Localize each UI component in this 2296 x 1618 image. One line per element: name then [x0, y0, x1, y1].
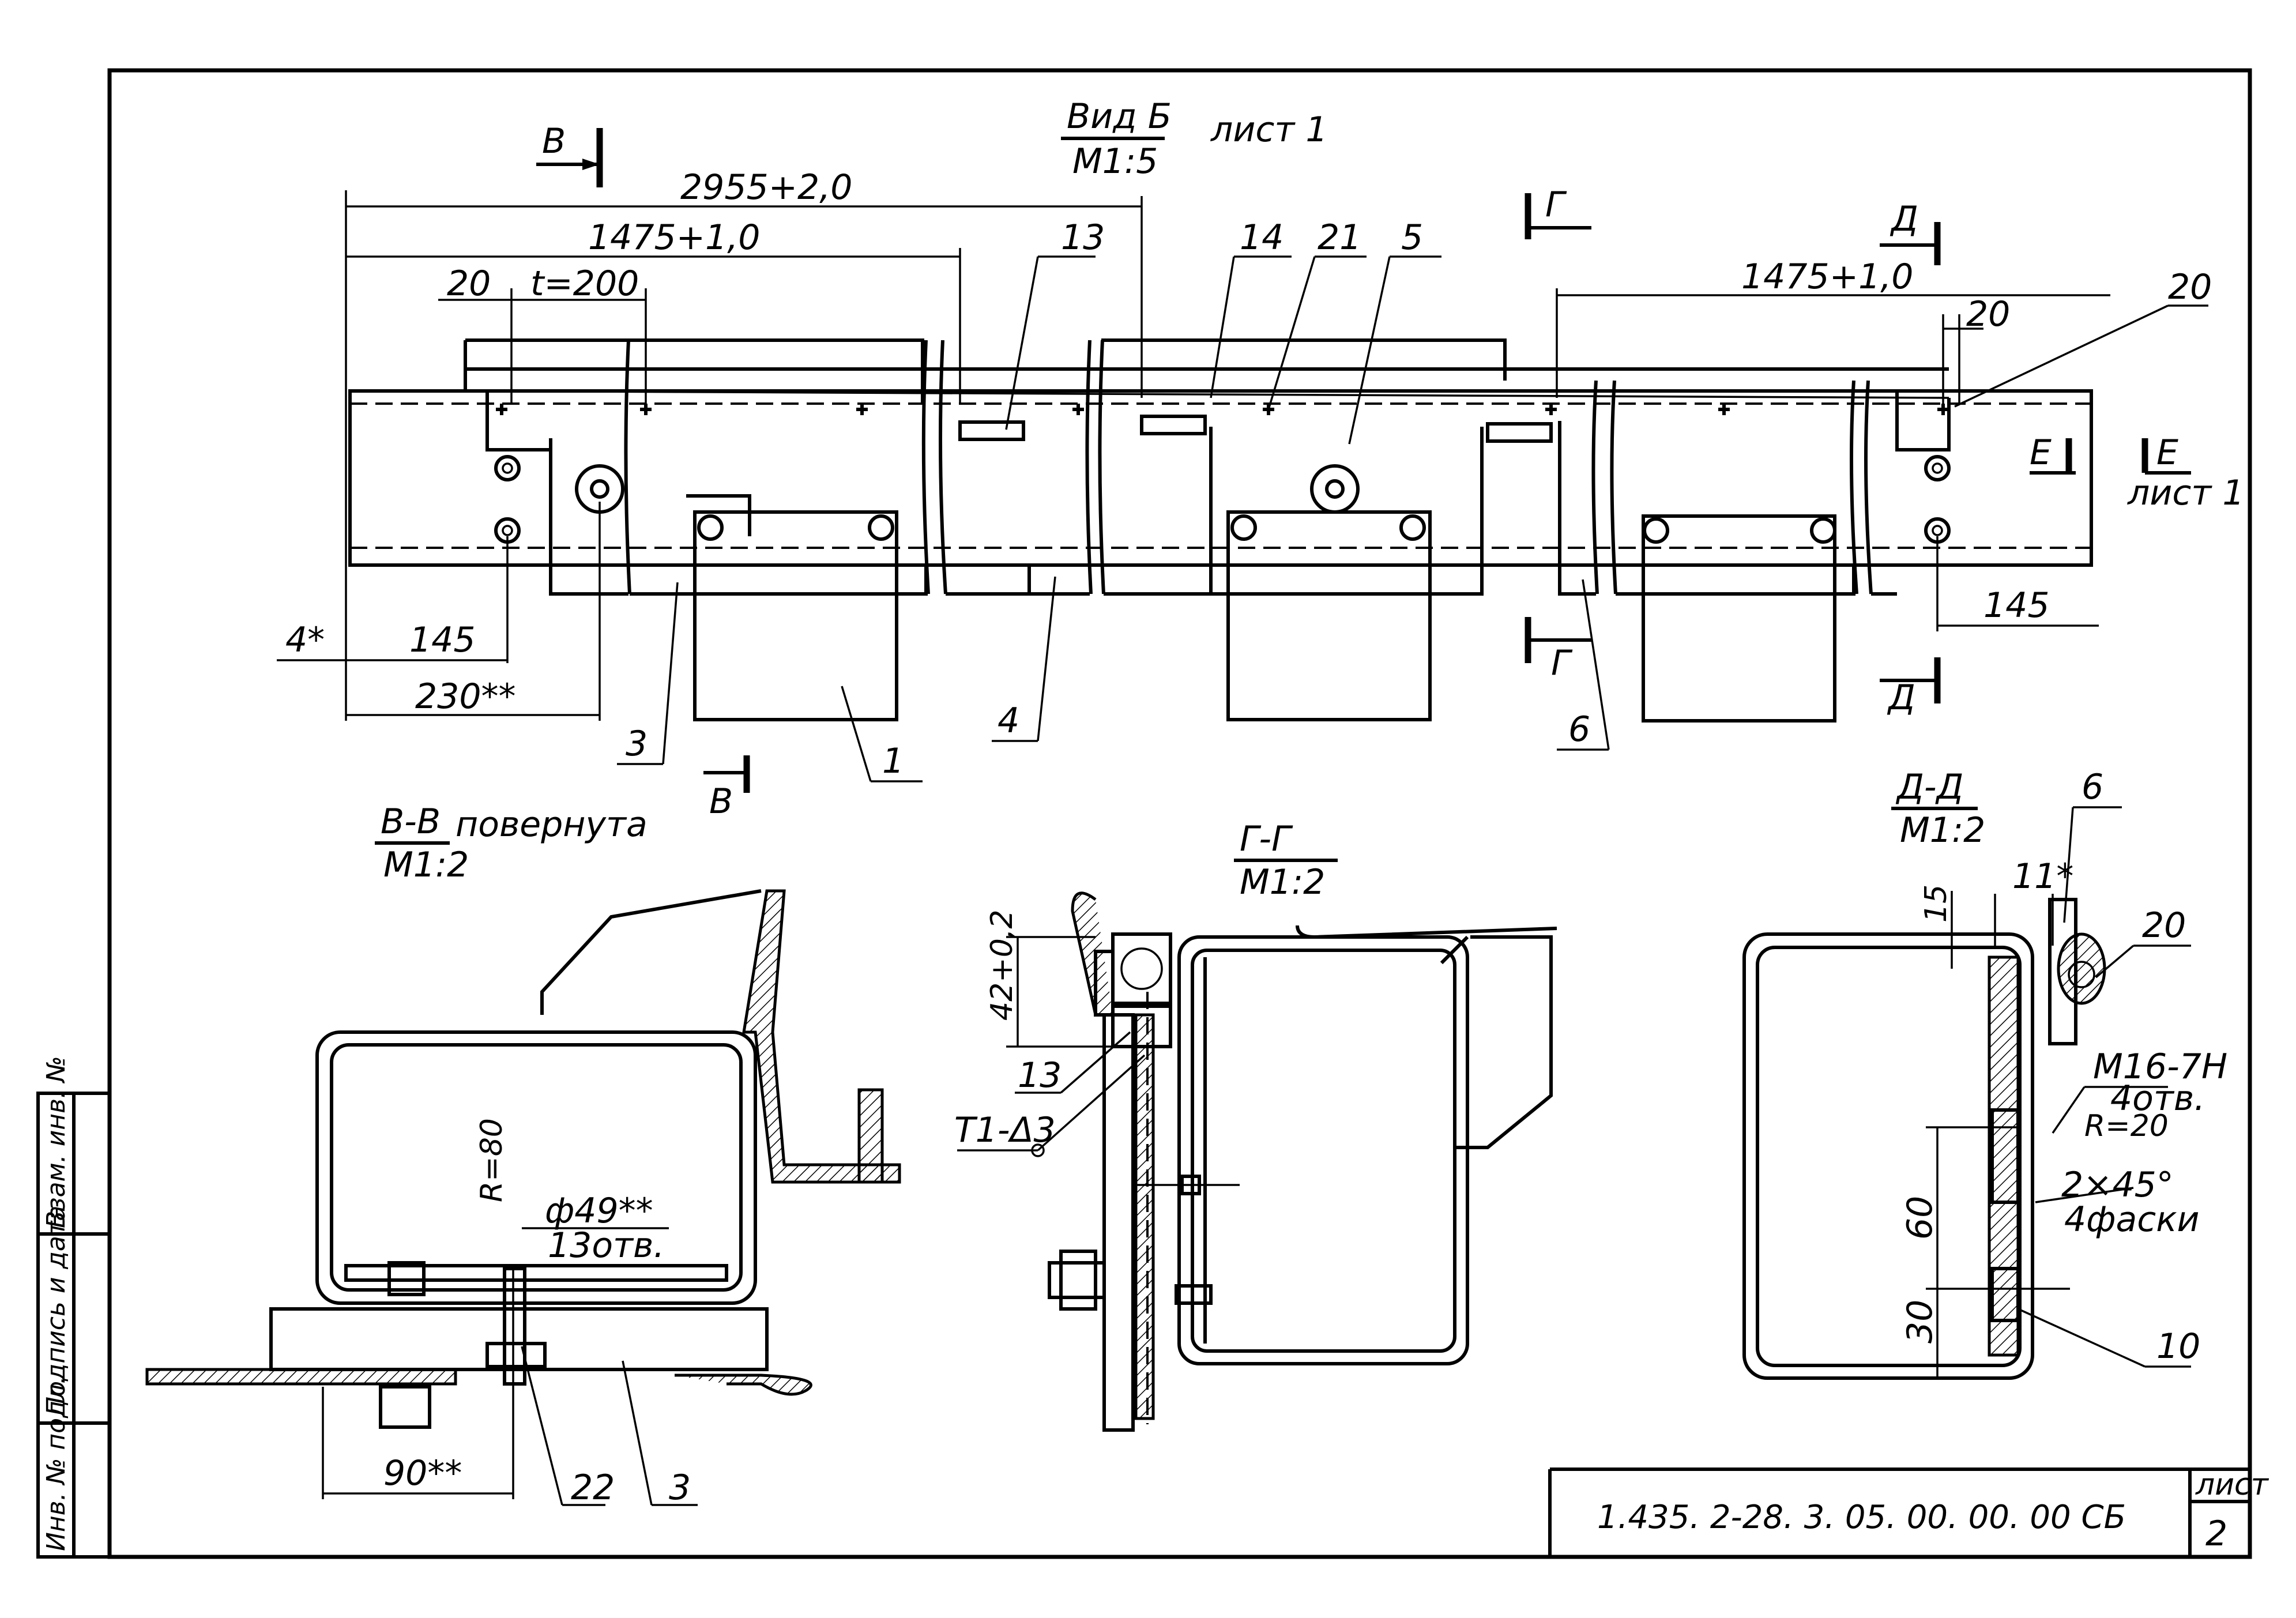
section-dd-callout-10: 10 [2156, 1326, 2200, 1367]
callout-20: 20 [2168, 267, 2212, 307]
dims-top: 2955+2,0 1475+1,0 20 t=200 1475+1,0 20 [345, 167, 2110, 721]
section-gg-dim-42: 42+0,2 [985, 910, 1019, 1021]
plate-5 [1226, 510, 1432, 721]
section-dd-thread: М16-7Н [2093, 1047, 2227, 1087]
fastener-marks [496, 404, 1949, 415]
callouts-bottom: 3 1 4 6 В [617, 576, 1610, 822]
drawing-code: 1.435. 2-28. 3. 05. 00. 00. 00 СБ [1597, 1499, 2126, 1536]
section-vv-callout-3: 3 [669, 1468, 691, 1508]
section-dd-dim-30: 30 [1900, 1300, 1940, 1344]
section-dd-dim-15: 15 [1919, 885, 1954, 923]
plate-right [1642, 514, 1836, 723]
stamp-podpis: Подпись и дата [42, 1206, 71, 1416]
section-vv-scale: М1:2 [383, 845, 469, 885]
section-vv-dim-90: 90** [383, 1453, 462, 1493]
section-gg-title: Г-Г [1240, 819, 1293, 859]
section-dd-chamfer: 2×45° [2061, 1165, 2174, 1205]
callout-21: 21 [1318, 217, 1361, 258]
sheet-frame [107, 68, 2252, 1559]
callouts-top: 13 14 21 5 20 [1005, 217, 2212, 445]
section-vv-holes-count: 13отв. [548, 1225, 664, 1266]
section-dd-callout-20: 20 [2142, 905, 2186, 946]
callout-6: 6 [1568, 709, 1590, 750]
callout-13: 13 [1061, 217, 1105, 258]
dim-total: 2955+2,0 [680, 167, 852, 208]
sheet-label: лист [2195, 1468, 2269, 1502]
marker-g-bottom: Г [1551, 643, 1573, 683]
break-gaps [624, 340, 1873, 594]
dim-right-half: 1475+1,0 [1741, 257, 1913, 297]
dim-offset-right: 20 [1966, 294, 2010, 334]
section-dd-dim-60: 60 [1900, 1196, 1940, 1240]
side-stamp: Взам. инв. № Подпись и дата Инв. № подл. [36, 1056, 111, 1559]
dim-left-145: 145 [409, 620, 476, 660]
section-dd-scale: М1:2 [1900, 810, 1985, 851]
stamp-vzam: Взам. инв. № [42, 1056, 71, 1228]
marker-e-ref: лист 1 [2127, 473, 2245, 513]
main-view-title: Вид Б [1067, 96, 1172, 137]
section-dd-chamfer-note: 4фаски [2064, 1199, 2199, 1240]
section-gg-weld: Т1-Δ3 [954, 1110, 1056, 1150]
marker-d-bottom: Д [1887, 678, 1915, 718]
main-view-scale: М1:5 [1072, 141, 1158, 182]
plate-1 [693, 510, 898, 721]
section-gg: Г-Г М1:2 42+0,2 13 [954, 819, 1557, 1432]
dim-right-145: 145 [1983, 585, 2050, 626]
marker-e-right: Е [2156, 432, 2178, 473]
callout-5: 5 [1401, 217, 1423, 258]
dim-left-4: 4* [285, 620, 325, 660]
main-view: Вид Б М1:5 лист 1 В [277, 96, 2245, 822]
lower-plates [549, 421, 1897, 596]
section-vv-title: В-В [381, 802, 441, 842]
section-vv-radius: R=80 [475, 1118, 509, 1202]
section-dd-dim-11: 11* [2012, 856, 2073, 897]
dim-offset-left: 20 [447, 264, 491, 304]
dim-pitch: t=200 [530, 264, 639, 304]
marker-e-left: Е [2030, 432, 2052, 473]
stamp-inv-podl: Инв. № подл. [42, 1376, 71, 1551]
dims-bottom-left: 4* 145 230** 145 [277, 502, 2099, 721]
section-gg-callout-13: 13 [1018, 1055, 1062, 1096]
marker-d-top: Д [1890, 199, 1918, 239]
marker-g-top: Г [1545, 185, 1567, 225]
section-vv-hole: ф49** [545, 1191, 653, 1231]
bolt-holes [494, 455, 1951, 544]
section-dd-thread-holes: 4отв. [2110, 1078, 2205, 1119]
section-dd: Д-Д М1:2 15 11* 60 30 6 20 10 [1742, 767, 2227, 1380]
marker-v-bottom: В [709, 781, 733, 822]
section-dd-callout-6: 6 [2082, 767, 2103, 807]
section-vv-callout-22: 22 [571, 1468, 615, 1508]
section-gg-scale: М1:2 [1240, 862, 1325, 902]
callout-4: 4 [998, 701, 1019, 741]
sheet-number: 2 [2205, 1514, 2227, 1554]
section-markers: Г Г Д Д Е Е лист 1 [1525, 185, 2245, 718]
callout-3-main: 3 [626, 724, 648, 764]
dim-left-half: 1475+1,0 [588, 217, 760, 258]
callout-14: 14 [1240, 217, 1283, 258]
marker-v-top: В [542, 121, 566, 161]
section-vv: В-В повернута М1:2 90** R=80 ф49** 13отв… [145, 802, 901, 1508]
title-block: 1.435. 2-28. 3. 05. 00. 00. 00 СБ лист 2 [1597, 1468, 2269, 1554]
main-view-sheet-ref: лист 1 [1210, 110, 1328, 150]
section-vv-note: повернута [456, 804, 648, 845]
callout-1: 1 [882, 741, 904, 781]
section-dd-title: Д-Д [1895, 767, 1963, 807]
section-dd-radius: R=20 [2084, 1109, 2169, 1143]
dim-left-230: 230** [415, 676, 516, 717]
